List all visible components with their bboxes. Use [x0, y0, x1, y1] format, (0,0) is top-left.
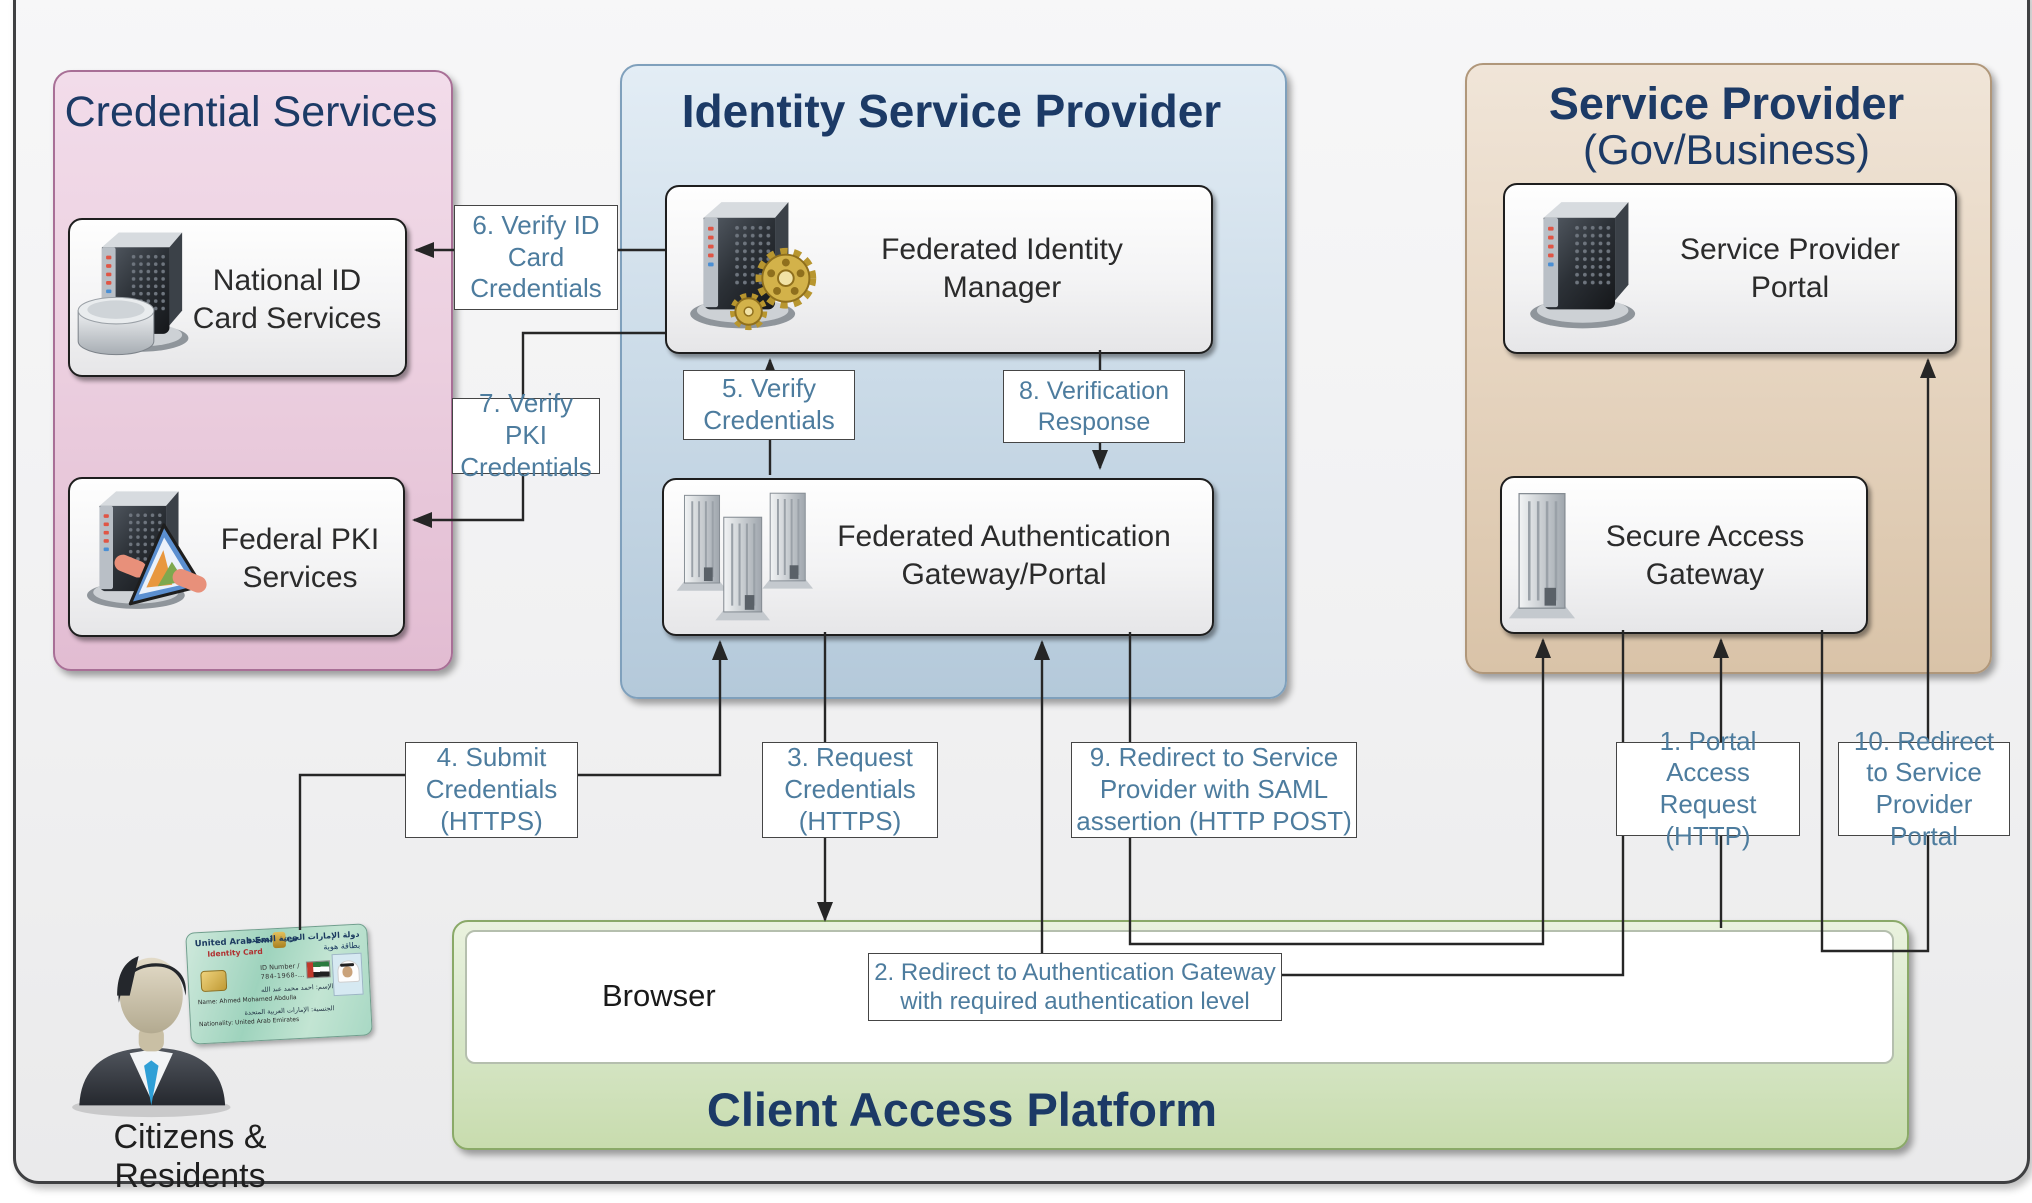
node-national-id-card-services: National ID Card Services	[68, 218, 407, 377]
node-label: Secure Access Gateway	[1605, 520, 1805, 591]
node-label: Federated Identity Manager	[881, 233, 1123, 304]
office-buildings-icon	[672, 486, 822, 628]
business-person-icon	[66, 938, 242, 1118]
gold-gears-icon	[725, 239, 833, 337]
card-type-ar: بطاقة هوية	[323, 940, 361, 952]
identity-service-provider-title: Identity Service Provider	[681, 85, 1222, 137]
node-federated-authentication-gateway: Federated Authentication Gateway/Portal	[662, 478, 1214, 636]
certificate-badge-icon	[110, 517, 214, 617]
node-federal-pki-services: Federal PKI Services	[68, 477, 405, 637]
server-icon	[1519, 193, 1653, 333]
card-nationality-ar: الجنسية: الإمارات العربية المتحدة	[244, 1004, 335, 1017]
browser-label: Browser	[602, 978, 716, 1013]
card-photo	[331, 952, 364, 997]
flow-label-7: 7. Verify PKI Credentials	[452, 388, 600, 482]
service-provider-subtitle: (Gov/Business)	[1582, 126, 1871, 173]
flow-label-9: 9. Redirect to Service Provider with SAM…	[1071, 742, 1357, 838]
flow-label-5: 5. Verify Credentials	[683, 370, 855, 440]
service-provider-title: Service Provider	[1548, 78, 1905, 129]
node-secure-access-gateway: Secure Access Gateway	[1500, 476, 1868, 634]
node-label: Federal PKI Services	[220, 523, 380, 594]
card-photo-face	[342, 966, 353, 978]
node-service-provider-portal: Service Provider Portal	[1503, 183, 1957, 354]
client-access-platform-title: Client Access Platform	[706, 1083, 1218, 1136]
flow-label-6: 6. Verify ID Card Credentials	[454, 205, 618, 310]
database-cylinder-icon	[70, 294, 162, 360]
node-federated-identity-manager: Federated Identity Manager	[665, 185, 1213, 354]
citizens-residents-caption: Citizens & Residents	[113, 1118, 267, 1195]
flow-label-3: 3. Request Credentials (HTTPS)	[762, 742, 938, 838]
node-label: Service Provider Portal	[1679, 233, 1901, 304]
flow-label-10: 10. Redirect to Service Provider Portal	[1838, 726, 2010, 851]
uae-flag-icon	[305, 960, 331, 979]
flow-label-8: 8. Verification Response	[1003, 370, 1185, 443]
flow-label-1: 1. Portal Access Request (HTTP)	[1616, 726, 1800, 851]
node-label: Federated Authentication Gateway/Portal	[837, 520, 1171, 591]
office-building-icon	[1506, 486, 1578, 626]
flow-label-2: 2. Redirect to Authentication Gateway wi…	[868, 953, 1282, 1021]
flow-label-4: 4. Submit Credentials (HTTPS)	[405, 742, 578, 838]
node-label: National ID Card Services	[192, 264, 382, 335]
credential-services-title: Credential Services	[64, 88, 438, 136]
card-id-number: 784-1968-…	[260, 970, 305, 981]
card-name-ar: الإسم: احمد محمد عبد الله	[260, 982, 334, 994]
